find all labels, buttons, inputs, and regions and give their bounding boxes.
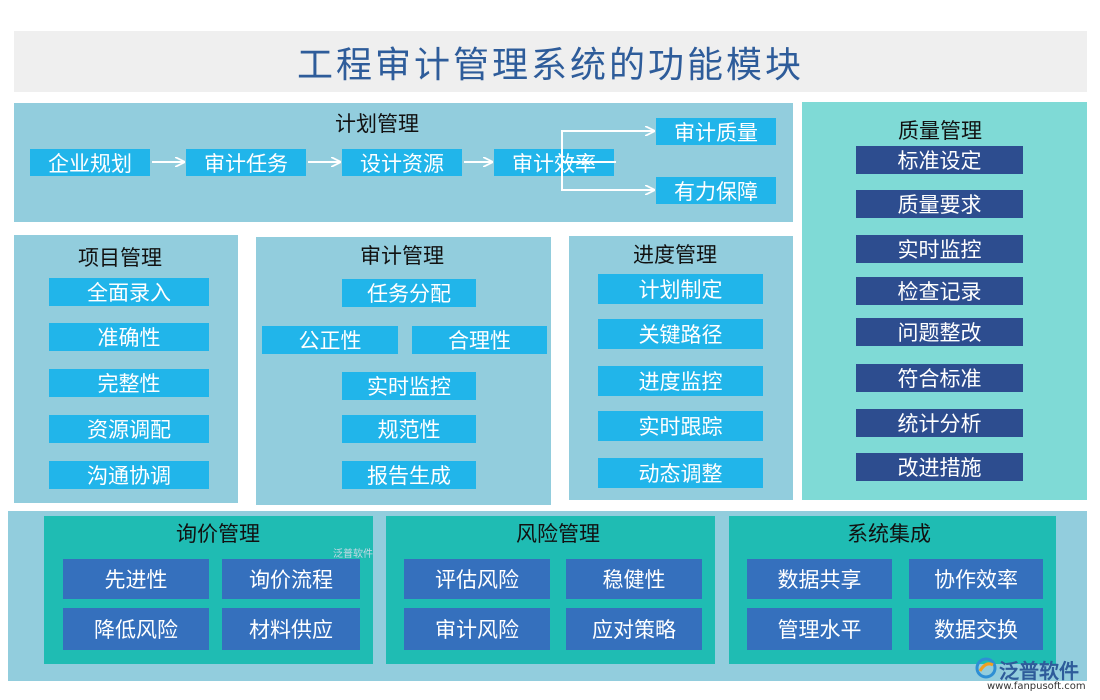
plan-branch-2: 有力保障 xyxy=(656,177,776,204)
progress-panel: 进度管理 计划制定 关键路径 进度监控 实时跟踪 动态调整 xyxy=(569,236,793,500)
plan-arrows xyxy=(152,103,793,222)
quality-item-6: 符合标准 xyxy=(856,364,1023,392)
plan-flow-2: 审计任务 xyxy=(186,149,306,176)
audit-item-2: 规范性 xyxy=(342,415,476,443)
risk-title: 风险管理 xyxy=(516,522,600,546)
progress-item-3: 进度监控 xyxy=(598,366,763,396)
inquiry-panel: 询价管理 先进性 询价流程 降低风险 材料供应 xyxy=(44,516,373,664)
logo-url: www.fanpusoft.com xyxy=(987,681,1086,692)
brand-logo: 泛普软件 www.fanpusoft.com xyxy=(975,655,1095,697)
audit-pair-2: 合理性 xyxy=(412,326,547,354)
arrow-branch-down xyxy=(561,162,654,190)
page-title: 工程审计管理系统的功能模块 xyxy=(296,44,804,86)
audit-pair-1: 公正性 xyxy=(262,326,398,354)
project-panel: 项目管理 全面录入 准确性 完整性 资源调配 沟通协调 xyxy=(14,235,238,503)
integration-item-1: 数据共享 xyxy=(747,559,892,599)
project-item-1: 全面录入 xyxy=(49,278,209,306)
audit-title: 审计管理 xyxy=(360,244,444,268)
quality-item-5: 问题整改 xyxy=(856,318,1023,346)
quality-item-4: 检查记录 xyxy=(856,277,1023,305)
project-item-3: 完整性 xyxy=(49,369,209,397)
project-item-5: 沟通协调 xyxy=(49,461,209,489)
quality-item-8: 改进措施 xyxy=(856,453,1023,481)
plan-flow-3: 设计资源 xyxy=(342,149,462,176)
risk-item-2: 稳健性 xyxy=(566,559,702,599)
progress-item-5: 动态调整 xyxy=(598,458,763,488)
risk-item-3: 审计风险 xyxy=(404,608,550,650)
quality-item-1: 标准设定 xyxy=(856,146,1023,174)
logo-name: 泛普软件 xyxy=(999,659,1079,683)
inquiry-title: 询价管理 xyxy=(176,522,260,546)
project-title: 项目管理 xyxy=(78,246,162,270)
quality-item-3: 实时监控 xyxy=(856,235,1023,263)
inquiry-item-2: 询价流程 xyxy=(222,559,360,599)
integration-title: 系统集成 xyxy=(847,522,931,546)
risk-item-1: 评估风险 xyxy=(404,559,550,599)
title-bar: 工程审计管理系统的功能模块 xyxy=(14,31,1087,92)
inquiry-item-4: 材料供应 xyxy=(222,608,360,650)
plan-branch-1: 审计质量 xyxy=(656,118,776,145)
audit-item-1: 实时监控 xyxy=(342,372,476,400)
quality-title: 质量管理 xyxy=(898,119,982,143)
project-item-2: 准确性 xyxy=(49,323,209,351)
arrow-branch-up xyxy=(561,131,654,163)
logo-icon xyxy=(975,657,997,679)
quality-item-7: 统计分析 xyxy=(856,409,1023,437)
inquiry-item-3: 降低风险 xyxy=(63,608,209,650)
progress-title: 进度管理 xyxy=(633,243,717,267)
quality-panel: 质量管理 标准设定 质量要求 实时监控 检查记录 问题整改 符合标准 统计分析 … xyxy=(802,102,1087,500)
progress-item-4: 实时跟踪 xyxy=(598,411,763,441)
audit-top: 任务分配 xyxy=(342,279,476,307)
integration-item-3: 管理水平 xyxy=(747,608,892,650)
plan-panel: 计划管理 企业规划 审计任务 设计资源 审计效率 审计质量 有力保障 xyxy=(14,103,793,222)
project-item-4: 资源调配 xyxy=(49,415,209,443)
watermark: 泛普软件 xyxy=(333,549,373,560)
inquiry-item-1: 先进性 xyxy=(63,559,209,599)
quality-item-2: 质量要求 xyxy=(856,190,1023,218)
risk-panel: 风险管理 评估风险 稳健性 审计风险 应对策略 xyxy=(386,516,715,664)
audit-item-3: 报告生成 xyxy=(342,461,476,489)
audit-panel: 审计管理 任务分配 公正性 合理性 实时监控 规范性 报告生成 xyxy=(256,237,551,505)
integration-panel: 系统集成 数据共享 协作效率 管理水平 数据交换 xyxy=(729,516,1056,664)
risk-item-4: 应对策略 xyxy=(566,608,702,650)
progress-item-1: 计划制定 xyxy=(598,274,763,304)
progress-item-2: 关键路径 xyxy=(598,319,763,349)
plan-title: 计划管理 xyxy=(335,112,419,136)
integration-item-2: 协作效率 xyxy=(909,559,1043,599)
integration-item-4: 数据交换 xyxy=(909,608,1043,650)
plan-flow-1: 企业规划 xyxy=(30,149,150,176)
